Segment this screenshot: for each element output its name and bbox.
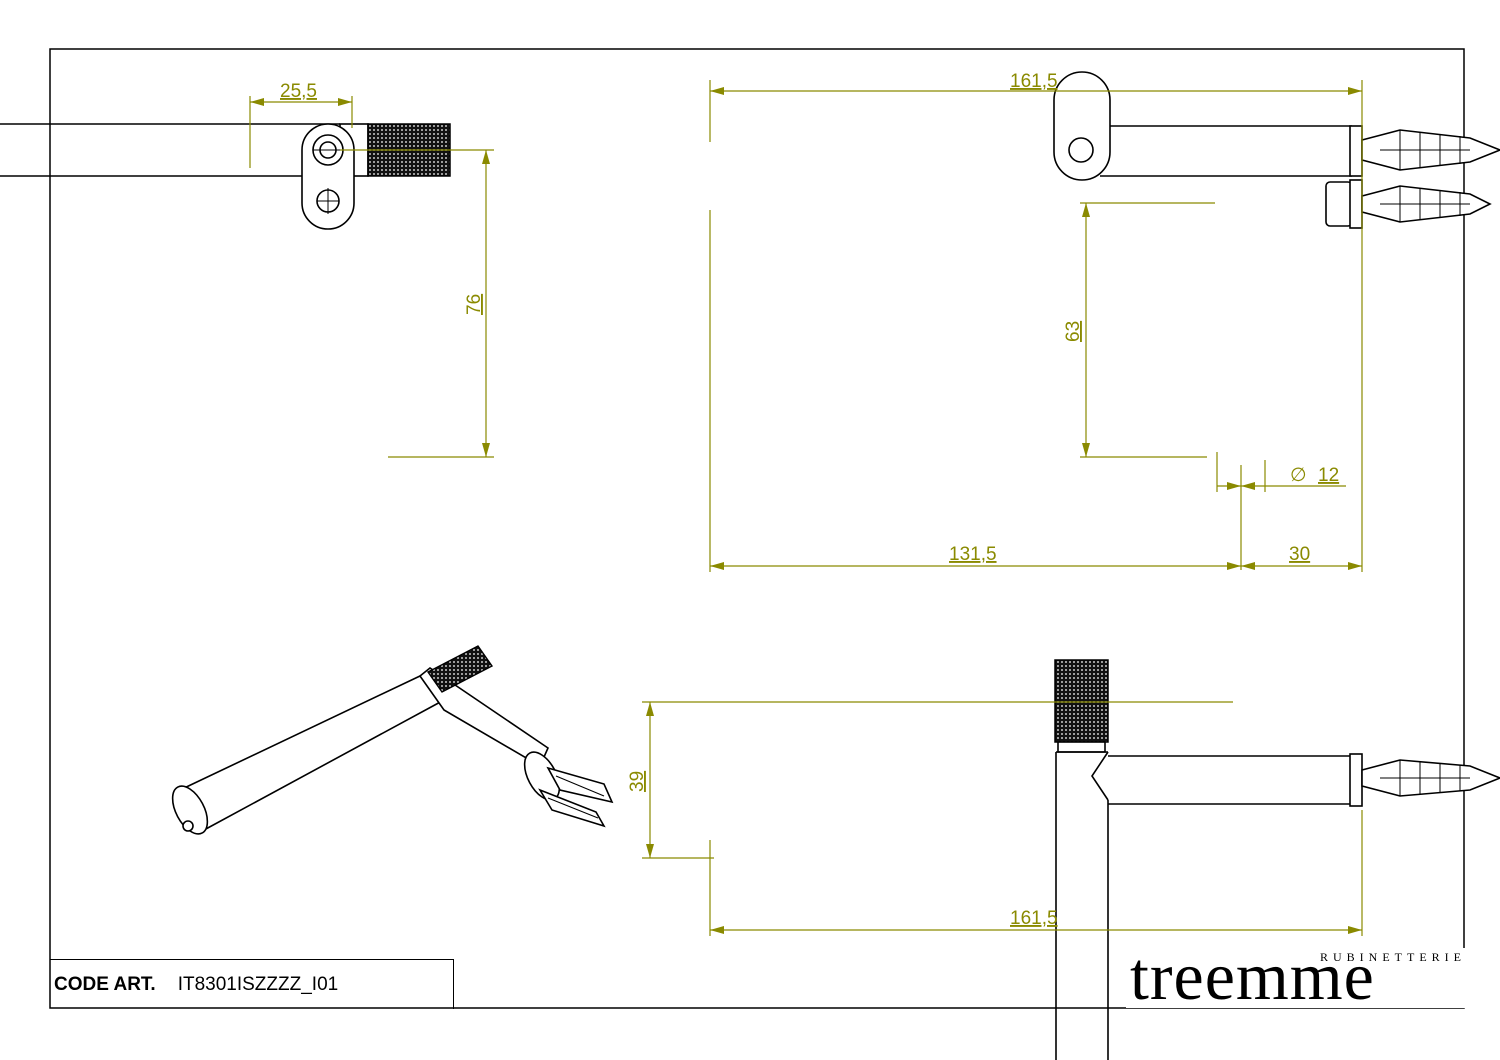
dim-top-right-overall-width bbox=[709, 80, 1363, 572]
dim-top-left-width bbox=[249, 96, 353, 168]
dim-label-diameter-symbol: ∅ bbox=[1290, 465, 1307, 486]
top-right-view bbox=[1053, 71, 1500, 229]
code-value: IT8301ISZZZZ_I01 bbox=[177, 973, 339, 995]
top-left-view bbox=[0, 123, 451, 230]
dim-label-top-left-width: 25,5 bbox=[280, 81, 317, 102]
dim-label-diameter-value: 12 bbox=[1318, 465, 1339, 486]
dim-bottom-widths bbox=[710, 562, 1362, 570]
dim-bottom-right-width bbox=[709, 810, 1363, 936]
dim-diameter bbox=[1216, 452, 1346, 570]
dim-label-bottom-right-height: 39 bbox=[627, 771, 648, 792]
brand-name: treemme bbox=[1130, 938, 1375, 1014]
dim-bottom-right-height bbox=[642, 701, 1233, 859]
dim-label-bottom-width: 131,5 bbox=[949, 544, 997, 565]
brand-tagline: RUBINETTERIE bbox=[1320, 950, 1466, 964]
sheet-frame bbox=[49, 48, 1465, 1009]
bottom-right-view bbox=[1054, 659, 1500, 1060]
dim-label-top-right-height: 63 bbox=[1063, 321, 1084, 342]
dim-label-projection: 30 bbox=[1289, 544, 1310, 565]
dim-label-top-right-overall-width: 161,5 bbox=[1010, 71, 1058, 92]
dim-top-right-height bbox=[1080, 202, 1215, 458]
brand-logo: RUBINETTERIE treemme bbox=[1126, 942, 1466, 1010]
dim-top-left-height bbox=[340, 149, 494, 458]
dim-label-bottom-right-width: 161,5 bbox=[1010, 908, 1058, 929]
dim-label-top-left-height: 76 bbox=[464, 294, 485, 315]
code-label: CODE ART. bbox=[54, 973, 156, 995]
title-block: CODE ART. IT8301ISZZZZ_I01 bbox=[50, 959, 454, 1009]
isometric-view bbox=[171, 645, 614, 835]
